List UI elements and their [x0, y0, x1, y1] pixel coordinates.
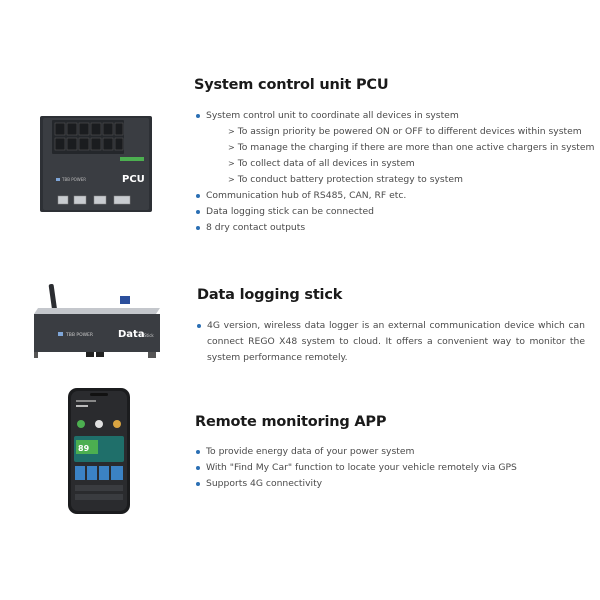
pcu-bullet-2: Data logging stick can be connected: [196, 204, 591, 220]
chevron-right-icon: >: [228, 143, 235, 152]
pcu-sub-item: >To collect data of all devices in syste…: [196, 156, 591, 172]
pcu-sub-item: >To conduct battery protection strategy …: [196, 172, 591, 188]
pcu-image: TBB POWER PCU: [40, 114, 152, 214]
logger-sublabel: Stick: [144, 333, 154, 338]
logger-label: Data: [118, 329, 145, 340]
data-logger-image: TBB POWER Data Stick: [28, 282, 163, 360]
app-bullet-1: With "Find My Car" function to locate yo…: [196, 460, 591, 476]
pcu-sub-item: >To assign priority be powered ON or OFF…: [196, 124, 591, 140]
chevron-right-icon: >: [228, 175, 235, 184]
logger-brand: TBB POWER: [65, 332, 93, 338]
app-bullet-0: To provide energy data of your power sys…: [196, 444, 591, 460]
chevron-right-icon: >: [228, 127, 235, 136]
pcu-sub-item-text: To conduct battery protection strategy t…: [237, 174, 463, 185]
pcu-sub-item-text: To collect data of all devices in system: [237, 158, 415, 169]
pcu-sub-item-text: To manage the charging if there are more…: [237, 142, 595, 153]
pcu-title: System control unit PCU: [194, 77, 389, 93]
app-bullet-list: To provide energy data of your power sys…: [196, 444, 591, 492]
chevron-right-icon: >: [228, 159, 235, 168]
logger-paragraph: 4G version, wireless data logger is an e…: [197, 318, 585, 366]
logger-title: Data logging stick: [197, 287, 343, 303]
pcu-bullet-list: System control unit to coordinate all de…: [196, 108, 595, 236]
pcu-brand: TBB POWER: [61, 177, 86, 182]
app-bullet-2: Supports 4G connectivity: [196, 476, 591, 492]
pcu-bullet-0: System control unit to coordinate all de…: [196, 108, 591, 124]
app-title: Remote monitoring APP: [195, 414, 387, 430]
pcu-sub-item: >To manage the charging if there are mor…: [196, 140, 595, 156]
pcu-bullet-3: 8 dry contact outputs: [196, 220, 591, 236]
phone-big-value: 89: [78, 444, 90, 453]
pcu-sub-item-text: To assign priority be powered ON or OFF …: [237, 126, 582, 137]
pcu-label: PCU: [122, 174, 145, 185]
pcu-bullet-1: Communication hub of RS485, CAN, RF etc.: [196, 188, 591, 204]
phone-image: 89: [68, 388, 130, 514]
